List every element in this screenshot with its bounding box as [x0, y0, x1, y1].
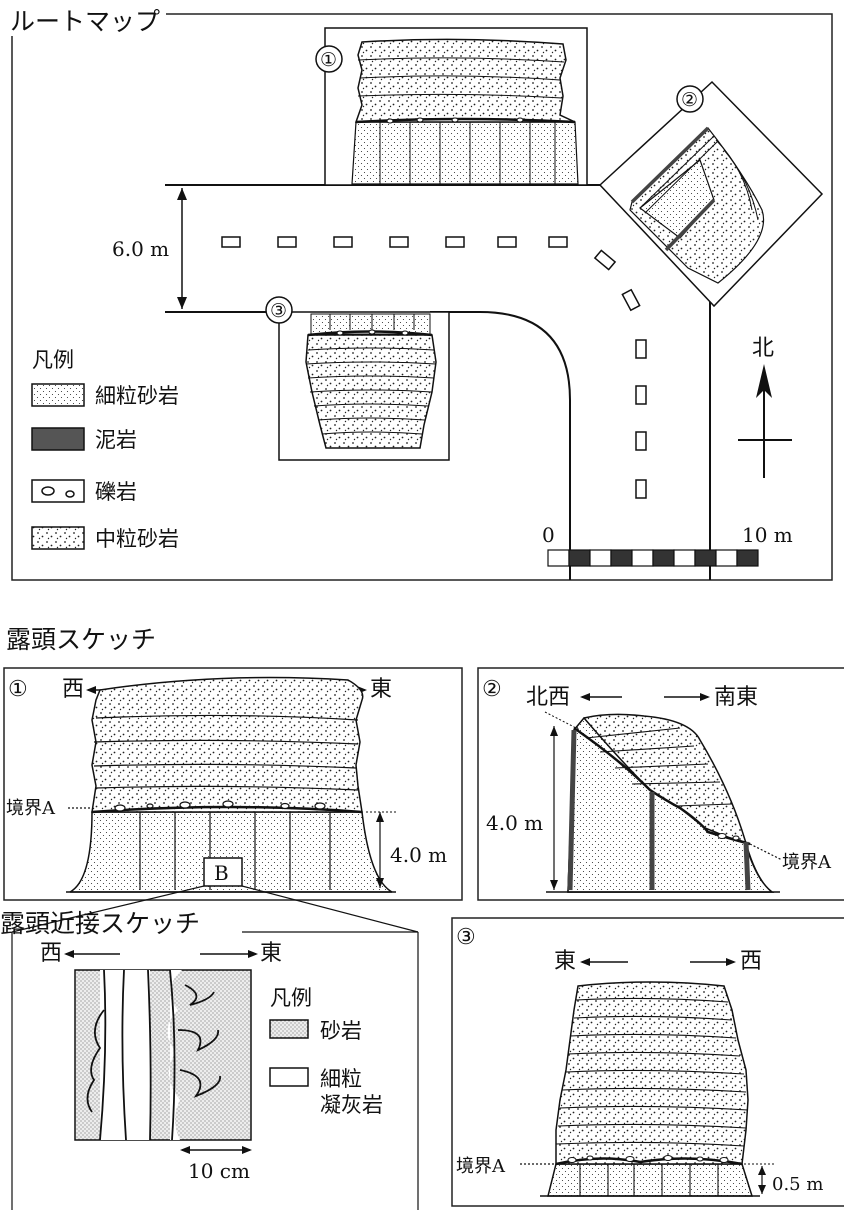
outcrop-panel-3: ③ 東 西 境界A: [451, 917, 844, 1207]
map-marker-2: ②: [681, 89, 698, 111]
closeup-scale: 10 cm: [188, 1159, 250, 1183]
road-width-dimension: 6.0 m: [112, 188, 187, 309]
closeup-legend-title: 凡例: [270, 986, 312, 1010]
panel3-boundary-label: 境界A: [456, 1156, 506, 1177]
panel2-left: 北西: [526, 685, 570, 710]
legend-mudstone-label: 泥岩: [95, 428, 137, 452]
route-map-title: ルートマップ: [10, 7, 160, 36]
closeup-panel: 露頭近接スケッチ 西 東 10 cm 凡例 砂岩 細粒 凝灰岩: [0, 885, 419, 1210]
panel2-boundary-label: 境界A: [782, 852, 832, 873]
scale-start-label: 0: [542, 523, 555, 547]
panel3-number: ③: [456, 925, 476, 950]
panel3-right: 西: [740, 949, 762, 974]
map-outcrop-1: ①: [315, 27, 588, 186]
panel1-box-b-label: B: [214, 861, 229, 885]
outcrop-panel-2: ② 北西 南東 4.0 m 境界A: [477, 667, 844, 901]
panel1-box-b: [203, 857, 243, 887]
outcrop-sketch-title: 露頭スケッチ: [6, 625, 156, 654]
panel1-west: 西: [62, 677, 84, 702]
route-map-frame: [11, 13, 833, 581]
closeup-legend-tuff-1: 細粒: [320, 1067, 362, 1091]
route-map: ルートマップ 6.0 m: [6, 4, 833, 581]
panel3-left: 東: [554, 949, 576, 974]
road-width-label: 6.0 m: [112, 237, 169, 261]
closeup-title: 露頭近接スケッチ: [0, 909, 200, 938]
panel2-right: 南東: [714, 685, 758, 710]
map-marker-3: ③: [270, 300, 287, 322]
map-marker-1: ①: [320, 49, 337, 71]
panel2-height-label: 4.0 m: [486, 811, 543, 835]
north-arrow: 北: [738, 336, 792, 478]
legend-fine-sandstone-label: 細粒砂岩: [95, 384, 179, 408]
legend-mudstone-swatch: [31, 427, 85, 451]
closeup-legend-tuff-2: 凝灰岩: [320, 1093, 383, 1117]
closeup-legend-tuff-swatch: [269, 1067, 309, 1087]
panel1-number: ①: [8, 677, 28, 702]
closeup-east: 東: [260, 941, 282, 966]
panel3-height-label: 0.5 m: [772, 1174, 823, 1195]
legend-fine-sandstone-swatch: [31, 383, 85, 407]
closeup-west: 西: [40, 941, 62, 966]
map-legend: 凡例 細粒砂岩 泥岩 礫岩 中粒砂岩: [31, 348, 179, 551]
legend-conglomerate-label: 礫岩: [95, 480, 137, 504]
road-center-dashes: [221, 236, 647, 499]
outcrop-panel-1: ① 西 東 境界A B: [3, 667, 463, 901]
panel1-east: 東: [370, 677, 392, 702]
closeup-legend-sand-swatch: [269, 1019, 309, 1039]
panel1-height-label: 4.0 m: [390, 843, 447, 867]
legend-medium-sandstone-label: 中粒砂岩: [95, 527, 179, 551]
map-outcrop-3: ③: [265, 296, 450, 461]
map-outcrop-2: ②: [598, 80, 824, 308]
map-scale-bar: 0 10 m: [542, 523, 793, 567]
closeup-legend-sand: 砂岩: [320, 1019, 362, 1043]
panel1-boundary-label: 境界A: [6, 798, 56, 819]
north-label: 北: [752, 336, 774, 361]
map-legend-title: 凡例: [32, 348, 74, 372]
legend-medium-sandstone-swatch: [31, 526, 85, 550]
scale-end-label: 10 m: [742, 523, 793, 547]
legend-conglomerate-swatch: [31, 479, 85, 503]
panel2-number: ②: [482, 677, 502, 702]
